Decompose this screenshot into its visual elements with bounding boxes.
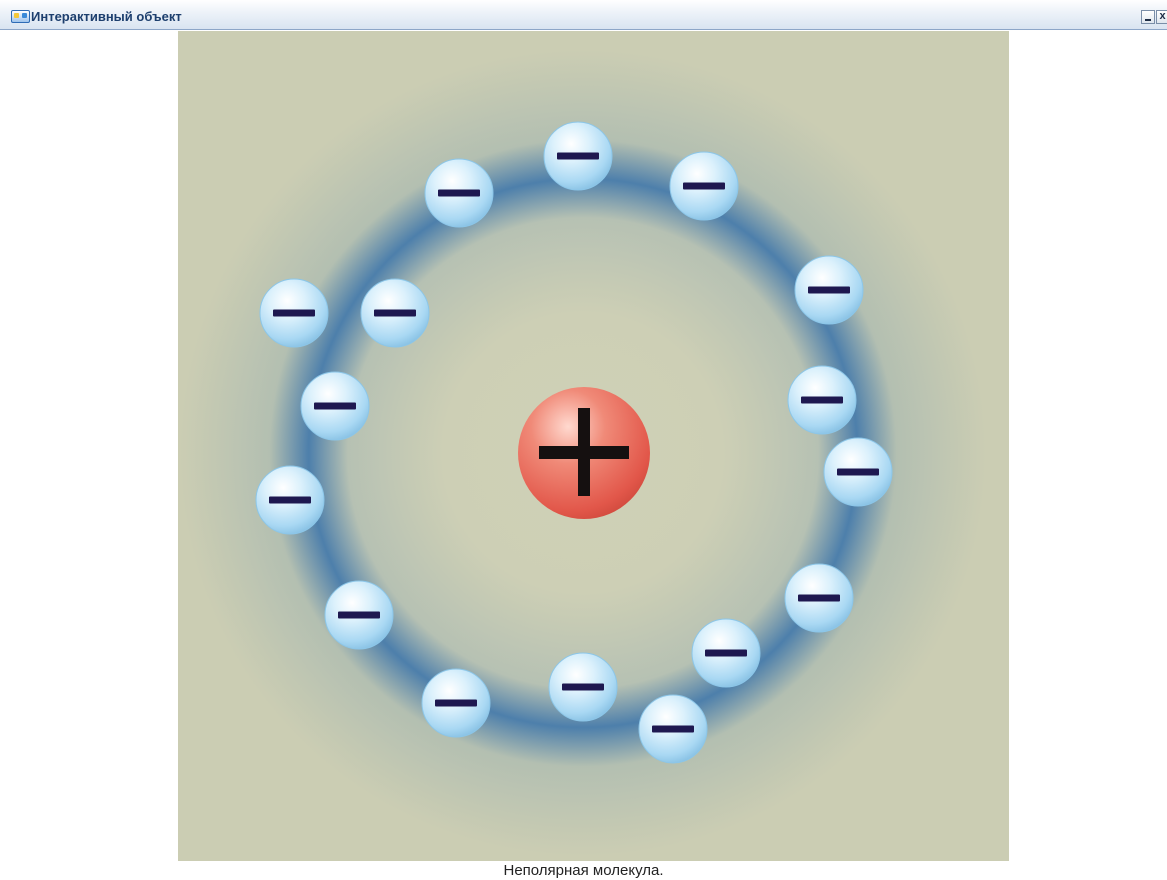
electron xyxy=(260,279,328,347)
minus-sign xyxy=(801,397,843,404)
electron xyxy=(670,152,738,220)
app-icon xyxy=(11,10,30,23)
minus-sign xyxy=(652,726,694,733)
minus-sign xyxy=(374,310,416,317)
electron xyxy=(788,366,856,434)
minus-sign xyxy=(273,310,315,317)
electron xyxy=(325,581,393,649)
minus-sign xyxy=(562,684,604,691)
minus-sign xyxy=(438,190,480,197)
plus-sign-vertical xyxy=(578,408,590,496)
minus-sign xyxy=(435,700,477,707)
electron xyxy=(544,122,612,190)
minus-sign xyxy=(314,403,356,410)
title-bar[interactable]: Интерактивный объект x xyxy=(0,0,1167,30)
electron xyxy=(795,256,863,324)
electron xyxy=(692,619,760,687)
minimize-button[interactable] xyxy=(1141,10,1155,24)
minus-sign xyxy=(808,287,850,294)
electron xyxy=(422,669,490,737)
electron xyxy=(549,653,617,721)
electron xyxy=(301,372,369,440)
minus-sign xyxy=(798,595,840,602)
minus-sign xyxy=(338,612,380,619)
electron xyxy=(785,564,853,632)
electron xyxy=(824,438,892,506)
electron xyxy=(425,159,493,227)
window-title: Интерактивный объект xyxy=(31,9,182,24)
minus-sign xyxy=(269,497,311,504)
minus-sign xyxy=(705,650,747,657)
nucleus xyxy=(518,387,650,519)
electron xyxy=(639,695,707,763)
diagram-caption: Неполярная молекула. xyxy=(0,862,1167,880)
electron xyxy=(256,466,324,534)
molecule-diagram xyxy=(178,31,1009,861)
electron xyxy=(361,279,429,347)
minus-sign xyxy=(683,183,725,190)
minus-sign xyxy=(837,469,879,476)
minus-sign xyxy=(557,153,599,160)
close-button[interactable]: x xyxy=(1156,10,1167,24)
